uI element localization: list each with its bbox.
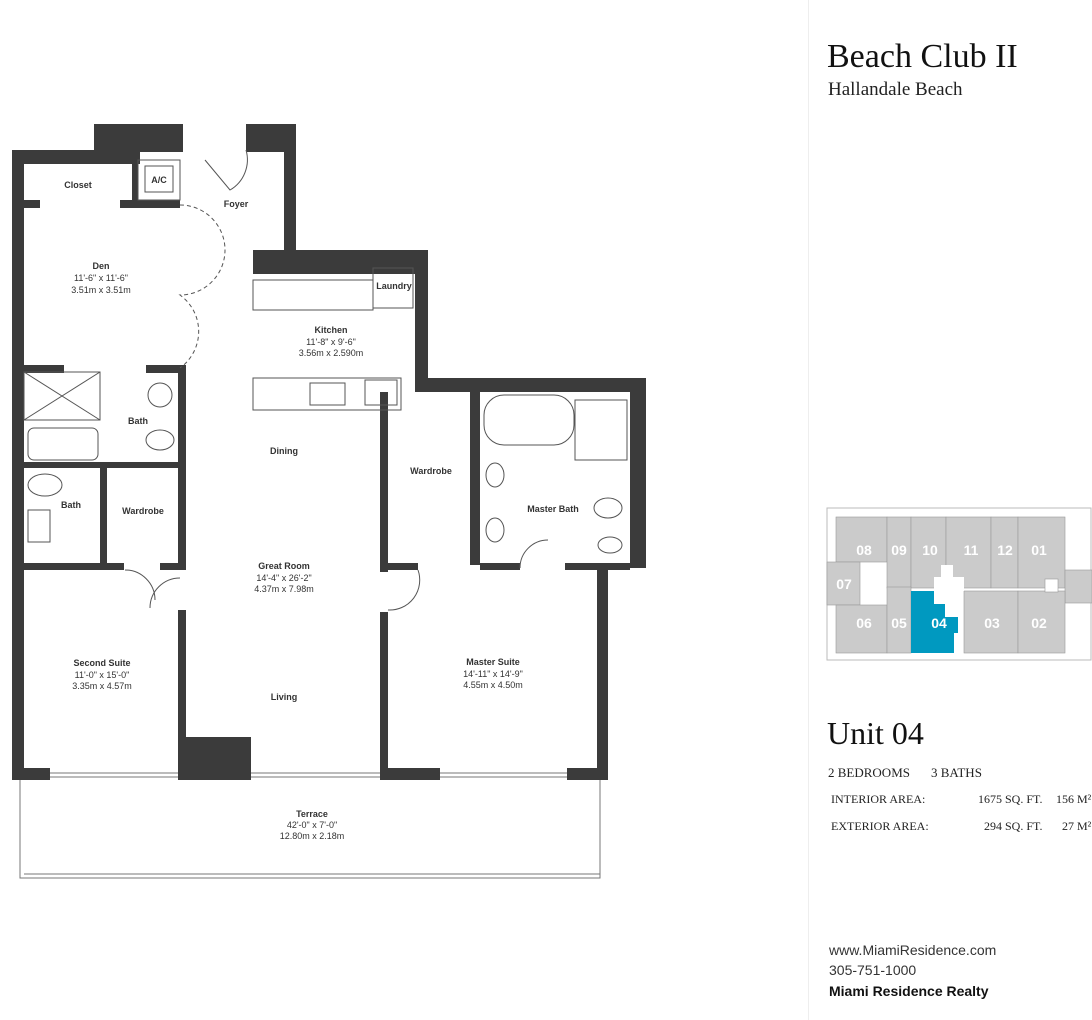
exterior-area-m2: 27 M² [1062,819,1092,833]
unit-title: Unit 04 [827,715,924,751]
key-core [934,565,964,603]
key-plan[interactable]: 08 09 10 11 12 01 07 06 05 04 03 02 [826,507,1092,662]
key-label-10: 10 [922,542,938,558]
key-unit-12[interactable] [990,516,1019,589]
room-den-dim-m: 3.51m x 3.51m [71,285,131,295]
key-unit-08[interactable] [835,516,888,563]
key-unit-03[interactable] [963,590,1019,654]
room-bath-1: Bath [128,416,148,426]
unit-bedrooms: 2 BEDROOMS [828,765,910,780]
room-master-suite-dim-m: 4.55m x 4.50m [463,680,523,690]
room-den-dim-ft: 11'-6" x 11'-6" [74,273,128,283]
key-unit-06[interactable] [835,604,888,654]
interior-area-m2: 156 M² [1056,792,1092,806]
room-den: Den [92,261,109,271]
room-labels: Closet A/C Foyer Den 11'-6" x 11'-6" 3.5… [61,175,579,841]
room-terrace: Terrace [296,809,328,819]
room-second-suite-dim-ft: 11'-0" x 15'-0" [75,670,130,680]
terrace-outline [19,780,601,879]
room-kitchen-dim-m: 3.56m x 2.590m [299,348,364,358]
windows [50,772,567,778]
unit-baths: 3 BATHS [931,765,982,780]
room-living: Living [271,692,298,702]
key-unit-01[interactable] [1017,516,1066,589]
room-great-room: Great Room [258,561,310,571]
key-wing-east [1064,569,1092,604]
website-link[interactable]: www.MiamiResidence.com [829,942,997,958]
room-second-suite: Second Suite [73,658,130,668]
room-kitchen-dim-ft: 11'-8" x 9'-6" [306,337,356,347]
key-label-01: 01 [1031,542,1047,558]
room-terrace-dim-m: 12.80m x 2.18m [280,831,345,841]
key-label-03: 03 [984,615,1000,631]
key-unit-04-highlight[interactable] [911,591,958,653]
exterior-area-label: EXTERIOR AREA: [831,819,929,833]
company-name: Miami Residence Realty [829,983,989,999]
interior-area-label: INTERIOR AREA: [831,792,926,806]
room-master-bath: Master Bath [527,504,579,514]
phone-number[interactable]: 305-751-1000 [829,962,917,978]
room-bath-2: Bath [61,500,81,510]
page-divider [808,0,809,1020]
key-label-07: 07 [836,576,852,592]
room-terrace-dim-ft: 42'-0" x 7'-0" [287,820,337,830]
room-great-room-dim-ft: 14'-4" x 26'-2" [256,573,311,583]
room-great-room-dim-m: 4.37m x 7.98m [254,584,314,594]
key-label-12: 12 [997,542,1013,558]
key-unit-10[interactable] [910,516,947,589]
key-unit-11[interactable] [945,516,992,589]
interior-area-sqft: 1675 SQ. FT. [978,792,1043,806]
walls [12,124,646,780]
building-title: Beach Club II [827,38,1018,75]
key-unit-07[interactable] [826,561,861,606]
exterior-area-sqft: 294 SQ. FT. [984,819,1043,833]
room-dining: Dining [270,446,298,456]
room-wardrobe-master: Wardrobe [410,466,452,476]
key-label-09: 09 [891,542,907,558]
room-kitchen: Kitchen [314,325,347,335]
room-ac: A/C [151,175,167,185]
room-laundry: Laundry [376,281,412,291]
room-wardrobe-second: Wardrobe [122,506,164,516]
room-master-suite-dim-ft: 14'-11" x 14'-9" [463,669,523,679]
key-unit-02[interactable] [1017,590,1066,654]
room-master-suite: Master Suite [466,657,520,667]
key-unit-05[interactable] [886,586,912,654]
room-closet: Closet [64,180,92,190]
key-label-05: 05 [891,615,907,631]
key-label-04: 04 [931,615,947,631]
building-location: Hallandale Beach [828,79,963,100]
room-foyer: Foyer [224,199,249,209]
floor-plan: Closet A/C Foyer Den 11'-6" x 11'-6" 3.5… [12,124,646,879]
key-label-02: 02 [1031,615,1047,631]
key-label-06: 06 [856,615,872,631]
key-label-11: 11 [964,542,979,558]
room-second-suite-dim-m: 3.35m x 4.57m [72,681,132,691]
fixtures [23,149,628,611]
key-label-08: 08 [856,542,872,558]
